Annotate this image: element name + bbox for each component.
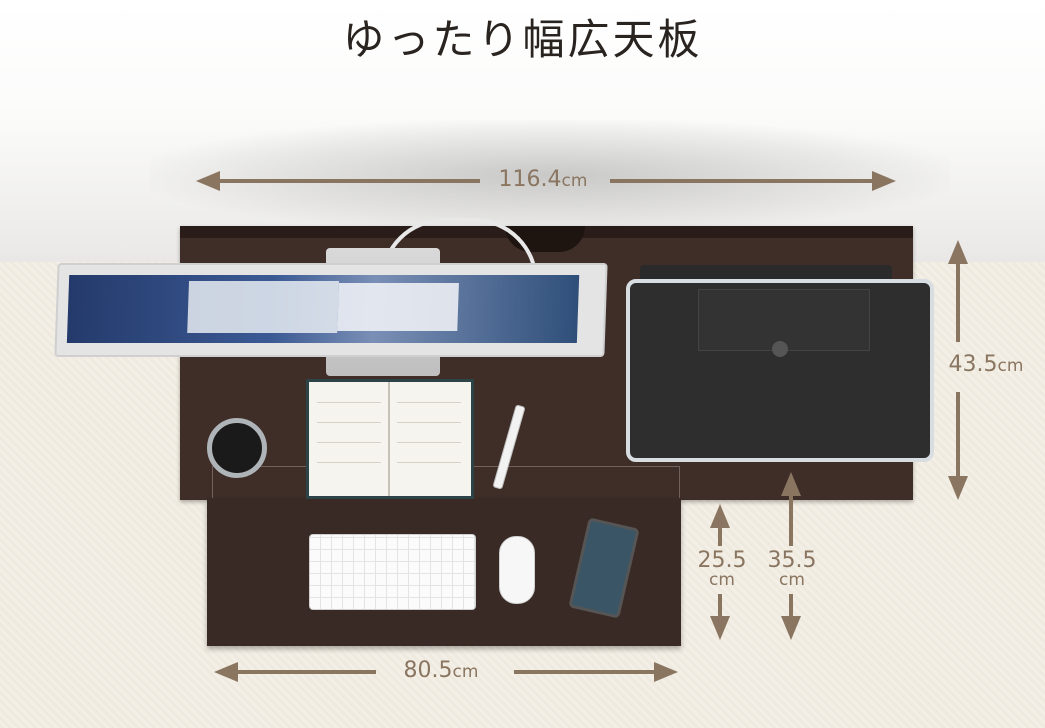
open-notebook (306, 379, 474, 499)
dimension-arrow-right (654, 662, 678, 682)
dimension-line (718, 594, 722, 616)
notebook-line (397, 402, 461, 403)
dimension-line (236, 670, 376, 674)
dimension-value: 116.4 (498, 167, 562, 192)
dimension-line (956, 262, 960, 342)
dimension-line (718, 526, 722, 546)
dimension-arrow-left (214, 662, 238, 682)
notebook-line (317, 422, 381, 423)
notebook-line (397, 422, 461, 423)
coffee-mug (207, 418, 267, 478)
page-title: ゆったり幅広天板 (342, 15, 703, 64)
dimension-value: 80.5 (403, 658, 453, 683)
notebook-line (397, 462, 461, 463)
screen-window (187, 281, 340, 333)
dimension-value: 25.5 (697, 548, 747, 573)
keyboard (309, 534, 476, 610)
dimension-label-depth: 43.5cm (936, 354, 1036, 376)
dimension-label-tray-width: 80.5cm (386, 660, 496, 682)
desk-shadow (150, 120, 950, 230)
dimension-unit: cm (561, 171, 588, 191)
dimension-arrow-down (781, 616, 801, 640)
printer (626, 279, 934, 462)
dimension-label-width: 116.4cm (488, 169, 598, 191)
dimension-arrow-left (196, 171, 220, 191)
dimension-line (514, 670, 654, 674)
dimension-value: 43.5 (948, 352, 998, 377)
dimension-line (610, 179, 872, 183)
dimension-arrow-up (781, 472, 801, 496)
monitor (54, 263, 608, 357)
printer-button (772, 341, 788, 357)
dimension-line (789, 594, 793, 616)
dimension-line (218, 179, 480, 183)
dimension-arrow-up (948, 240, 968, 264)
dimension-arrow-down (710, 616, 730, 640)
notebook-spine (388, 382, 390, 496)
dimension-line (956, 392, 960, 476)
dimension-line (789, 494, 793, 546)
dimension-unit: cm (452, 662, 479, 682)
monitor-screen (66, 275, 580, 343)
dimension-arrow-right (872, 171, 896, 191)
notebook-line (317, 402, 381, 403)
dimension-arrow-up (710, 504, 730, 528)
notebook-line (397, 442, 461, 443)
mouse (499, 536, 535, 604)
dimension-arrow-down (948, 476, 968, 500)
notebook-line (317, 462, 381, 463)
wall-background (0, 0, 1045, 262)
dimension-unit: cm (779, 570, 805, 590)
dimension-value: 35.5 (767, 548, 817, 573)
notebook-line (317, 442, 381, 443)
dimension-unit: cm (709, 570, 735, 590)
dimension-unit: cm (997, 356, 1024, 376)
screen-window (337, 283, 459, 331)
